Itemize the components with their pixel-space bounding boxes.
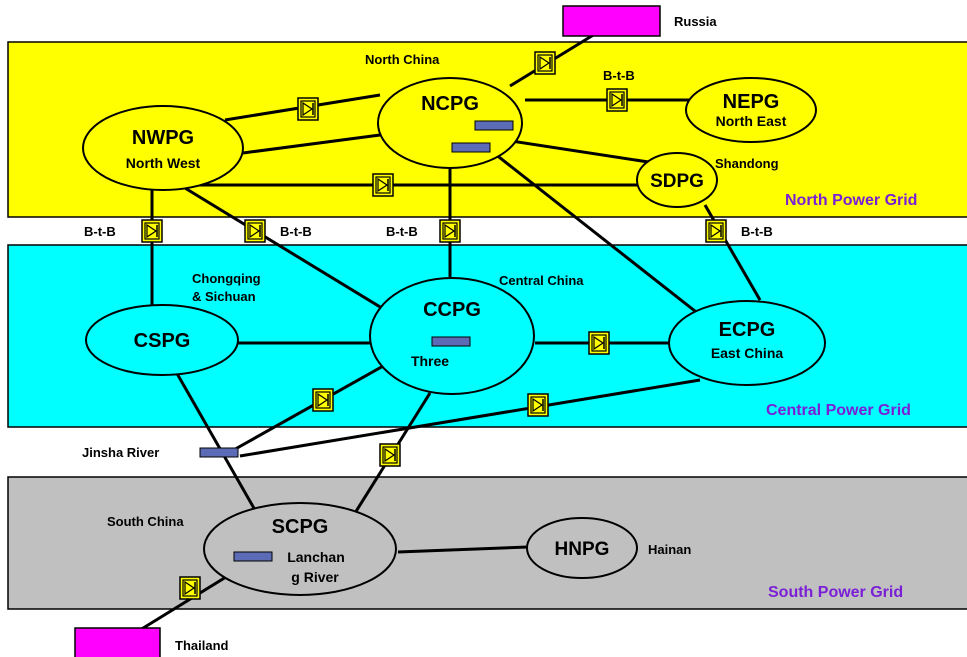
line-ncpg-ecpg — [489, 148, 701, 317]
converter-icon-nw-cs — [141, 219, 163, 243]
node-ncpg-code: NCPG — [421, 93, 479, 115]
label-chongqing-2: & Sichuan — [192, 289, 256, 304]
line-ccpg-jinsha — [229, 363, 386, 454]
node-ecpg-code: ECPG — [719, 319, 776, 341]
label-btb-nw-cs: B-t-B — [84, 224, 116, 239]
hydro-bar-ncpg-upper — [474, 120, 514, 131]
converter-icon-thailand — [179, 576, 201, 600]
converter-icon-nc-cc — [439, 219, 461, 243]
label-jinsha-river: Jinsha River — [82, 445, 159, 460]
region-south-label: South Power Grid — [768, 584, 903, 601]
converter-icon-russia — [534, 51, 556, 75]
label-hainan: Hainan — [648, 542, 691, 557]
node-nwpg-code: NWPG — [132, 127, 194, 149]
line-nwpg-ccpg — [179, 183, 386, 312]
line-scpg-hnpg — [397, 545, 529, 554]
node-nepg-sub: North East — [716, 113, 787, 129]
line-nwpg-ncpg-lower — [242, 133, 381, 155]
converter-icon-jinsha-cc — [312, 388, 334, 412]
node-cspg-code: CSPG — [134, 330, 191, 352]
line-ecpg-jinsha — [239, 378, 701, 458]
hydro-bar-jinsha — [199, 447, 239, 458]
region-central-label: Central Power Grid — [766, 402, 911, 419]
line-ncpg-sdpg — [504, 138, 656, 165]
node-cspg — [85, 304, 239, 376]
node-ccpg — [369, 277, 535, 395]
hydro-bars — [199, 120, 514, 562]
node-ecpg — [668, 300, 826, 386]
thailand-box — [74, 627, 161, 657]
node-nwpg — [82, 105, 244, 191]
converter-icon-nw-nc — [297, 97, 319, 121]
label-btb-nw-cc: B-t-B — [280, 224, 312, 239]
node-ccpg-sub: Three — [411, 353, 449, 369]
hydro-bar-three-gorges — [431, 336, 471, 347]
label-central-china: Central China — [499, 273, 584, 288]
node-hnpg-code: HNPG — [555, 539, 610, 560]
converter-icon-jinsha-ec — [527, 393, 549, 417]
node-nwpg-sub: North West — [126, 155, 201, 171]
region-north-label: North Power Grid — [785, 192, 917, 209]
node-ecpg-sub: East China — [711, 345, 784, 361]
label-shandong: Shandong — [715, 156, 779, 171]
node-scpg-sub-1: Lanchan — [287, 549, 345, 565]
nodes — [82, 77, 817, 208]
label-btb-sd-ec: B-t-B — [741, 224, 773, 239]
label-btb-nc-cc: B-t-B — [386, 224, 418, 239]
node-nepg-code: NEPG — [723, 91, 780, 113]
label-north-china: North China — [365, 52, 440, 67]
node-scpg-sub-2: g River — [291, 569, 339, 585]
line-cspg-scpg — [173, 369, 257, 511]
converter-icon-sd-ec — [705, 219, 727, 243]
node-hnpg — [526, 517, 638, 579]
node-nepg — [685, 77, 817, 143]
node-sdpg-code: SDPG — [650, 171, 704, 192]
node-scpg-code: SCPG — [272, 516, 329, 538]
label-btb-nc-ne: B-t-B — [603, 68, 635, 83]
label-thailand: Thailand — [175, 638, 229, 653]
hydro-bar-ncpg-lower — [451, 142, 491, 153]
node-sdpg — [636, 152, 718, 208]
south-band — [7, 476, 967, 610]
hydro-bar-lanchang — [233, 551, 273, 562]
label-russia: Russia — [674, 14, 717, 29]
node-scpg — [203, 502, 397, 596]
label-south-china: South China — [107, 514, 184, 529]
converter-icon-nw-sd — [372, 173, 394, 197]
converter-icon-nc-ne — [606, 88, 628, 112]
converter-icon-cc-ec — [588, 331, 610, 355]
converter-icon-cc-sc — [379, 443, 401, 467]
russia-box — [562, 5, 661, 37]
converter-icon-nw-cc — [244, 219, 266, 243]
node-ccpg-code: CCPG — [423, 299, 481, 321]
label-chongqing-1: Chongqing — [192, 271, 261, 286]
